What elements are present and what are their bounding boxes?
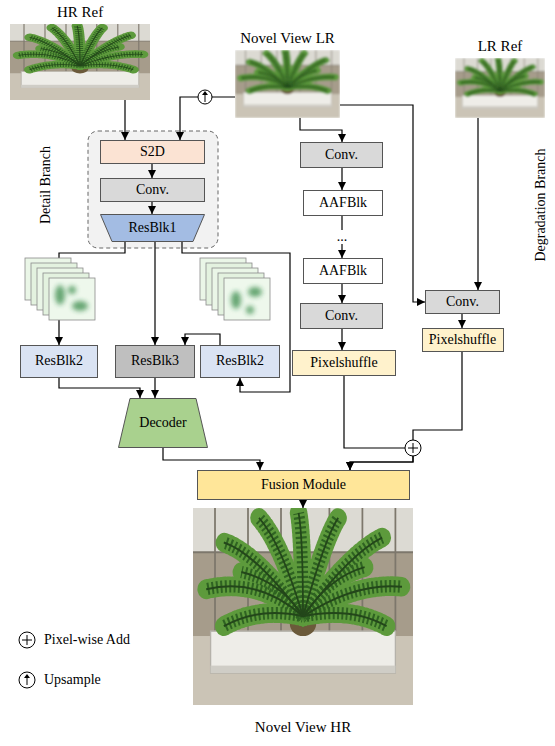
feature-activation [55,285,88,311]
process-box: AAFBlk [303,258,383,284]
connector-arrow [182,242,290,392]
box-label: ResBlk2 [216,353,264,369]
process-box: Conv. [425,290,500,314]
add-symbol [405,440,421,456]
output-image: Novel View HR [193,508,413,738]
connector-arrow [341,284,342,303]
upsample-symbol [198,90,212,104]
encoder-trapezoid: ResBlk1 [100,214,205,242]
process-box: Conv. [300,303,383,329]
connector-arrow [124,100,125,140]
legend-text: Pixel-wise Add [44,632,130,648]
feature-activation [231,287,262,314]
connector-arrow [341,168,342,190]
legend-add-symbol [19,632,35,648]
image-caption: Novel View LR [240,30,335,47]
box-label: Decoder [139,415,186,431]
connector-arrow [163,448,260,470]
connector-arrow [151,164,152,178]
process-box: ResBlk2 [20,345,98,378]
box-label: Conv. [325,308,358,324]
reference-image: HR Ref [10,4,150,100]
box-label: S2D [140,144,165,160]
branch-label: Degradation Branch [533,148,549,261]
feature-map-stack [25,258,95,320]
connector-arrow [341,329,342,350]
legend-entry: Upsample [44,672,101,688]
hr-reference-photo [10,24,150,100]
connector-arrow [151,202,152,214]
process-box: Pixelshuffle [422,328,504,352]
connector-arrow [154,378,155,398]
trapezoid-shape [119,399,208,448]
image-caption: HR Ref [57,4,103,21]
connector-arrow [59,378,140,398]
connector-label: ... [335,230,350,244]
image-caption: LR Ref [478,38,523,55]
box-label: AAFBlk [319,263,367,279]
connector-arrow [344,376,413,470]
process-box: S2D [100,140,205,164]
lr-novel-view-photo [235,50,340,118]
box-label: ResBlk2 [35,353,83,369]
box-label: Fusion Module [261,477,346,493]
trapezoid-shape [101,215,205,242]
connector-arrow [154,242,155,345]
process-box: Conv. [300,142,383,168]
legend-text: Upsample [44,672,101,688]
dashed-group [88,131,218,248]
process-box: ResBlk2 [200,345,280,378]
input-image: Novel View LR [235,30,340,118]
process-box: ResBlk3 [115,345,195,378]
box-label: AAFBlk [319,195,367,211]
connector-arrow [300,118,342,142]
process-box: AAFBlk [303,190,383,216]
connector-arrow [302,500,303,508]
process-box: Conv. [100,178,205,202]
reference-image: LR Ref [455,38,545,118]
box-label: Conv. [136,182,169,198]
process-box: Pixelshuffle [292,350,396,376]
hr-output-photo [193,508,413,705]
box-label: Pixelshuffle [429,332,496,348]
box-label: ResBlk3 [131,353,179,369]
box-label: ResBlk1 [128,220,176,236]
connector-arrow [185,334,220,345]
image-caption: Novel View HR [255,719,351,736]
process-box: Fusion Module [197,470,410,500]
box-label: Pixelshuffle [310,355,377,371]
branch-label: Detail Branch [38,146,54,224]
connector-arrow [477,118,478,290]
feature-map-stack [200,258,270,320]
lr-reference-photo [455,58,545,118]
legend-entry: Pixel-wise Add [44,632,130,648]
box-label: Conv. [446,294,479,310]
box-label: Conv. [325,147,358,163]
legend-upsample-symbol [19,672,35,688]
connector-arrow [461,314,462,328]
decoder-trapezoid: Decoder [118,398,208,448]
